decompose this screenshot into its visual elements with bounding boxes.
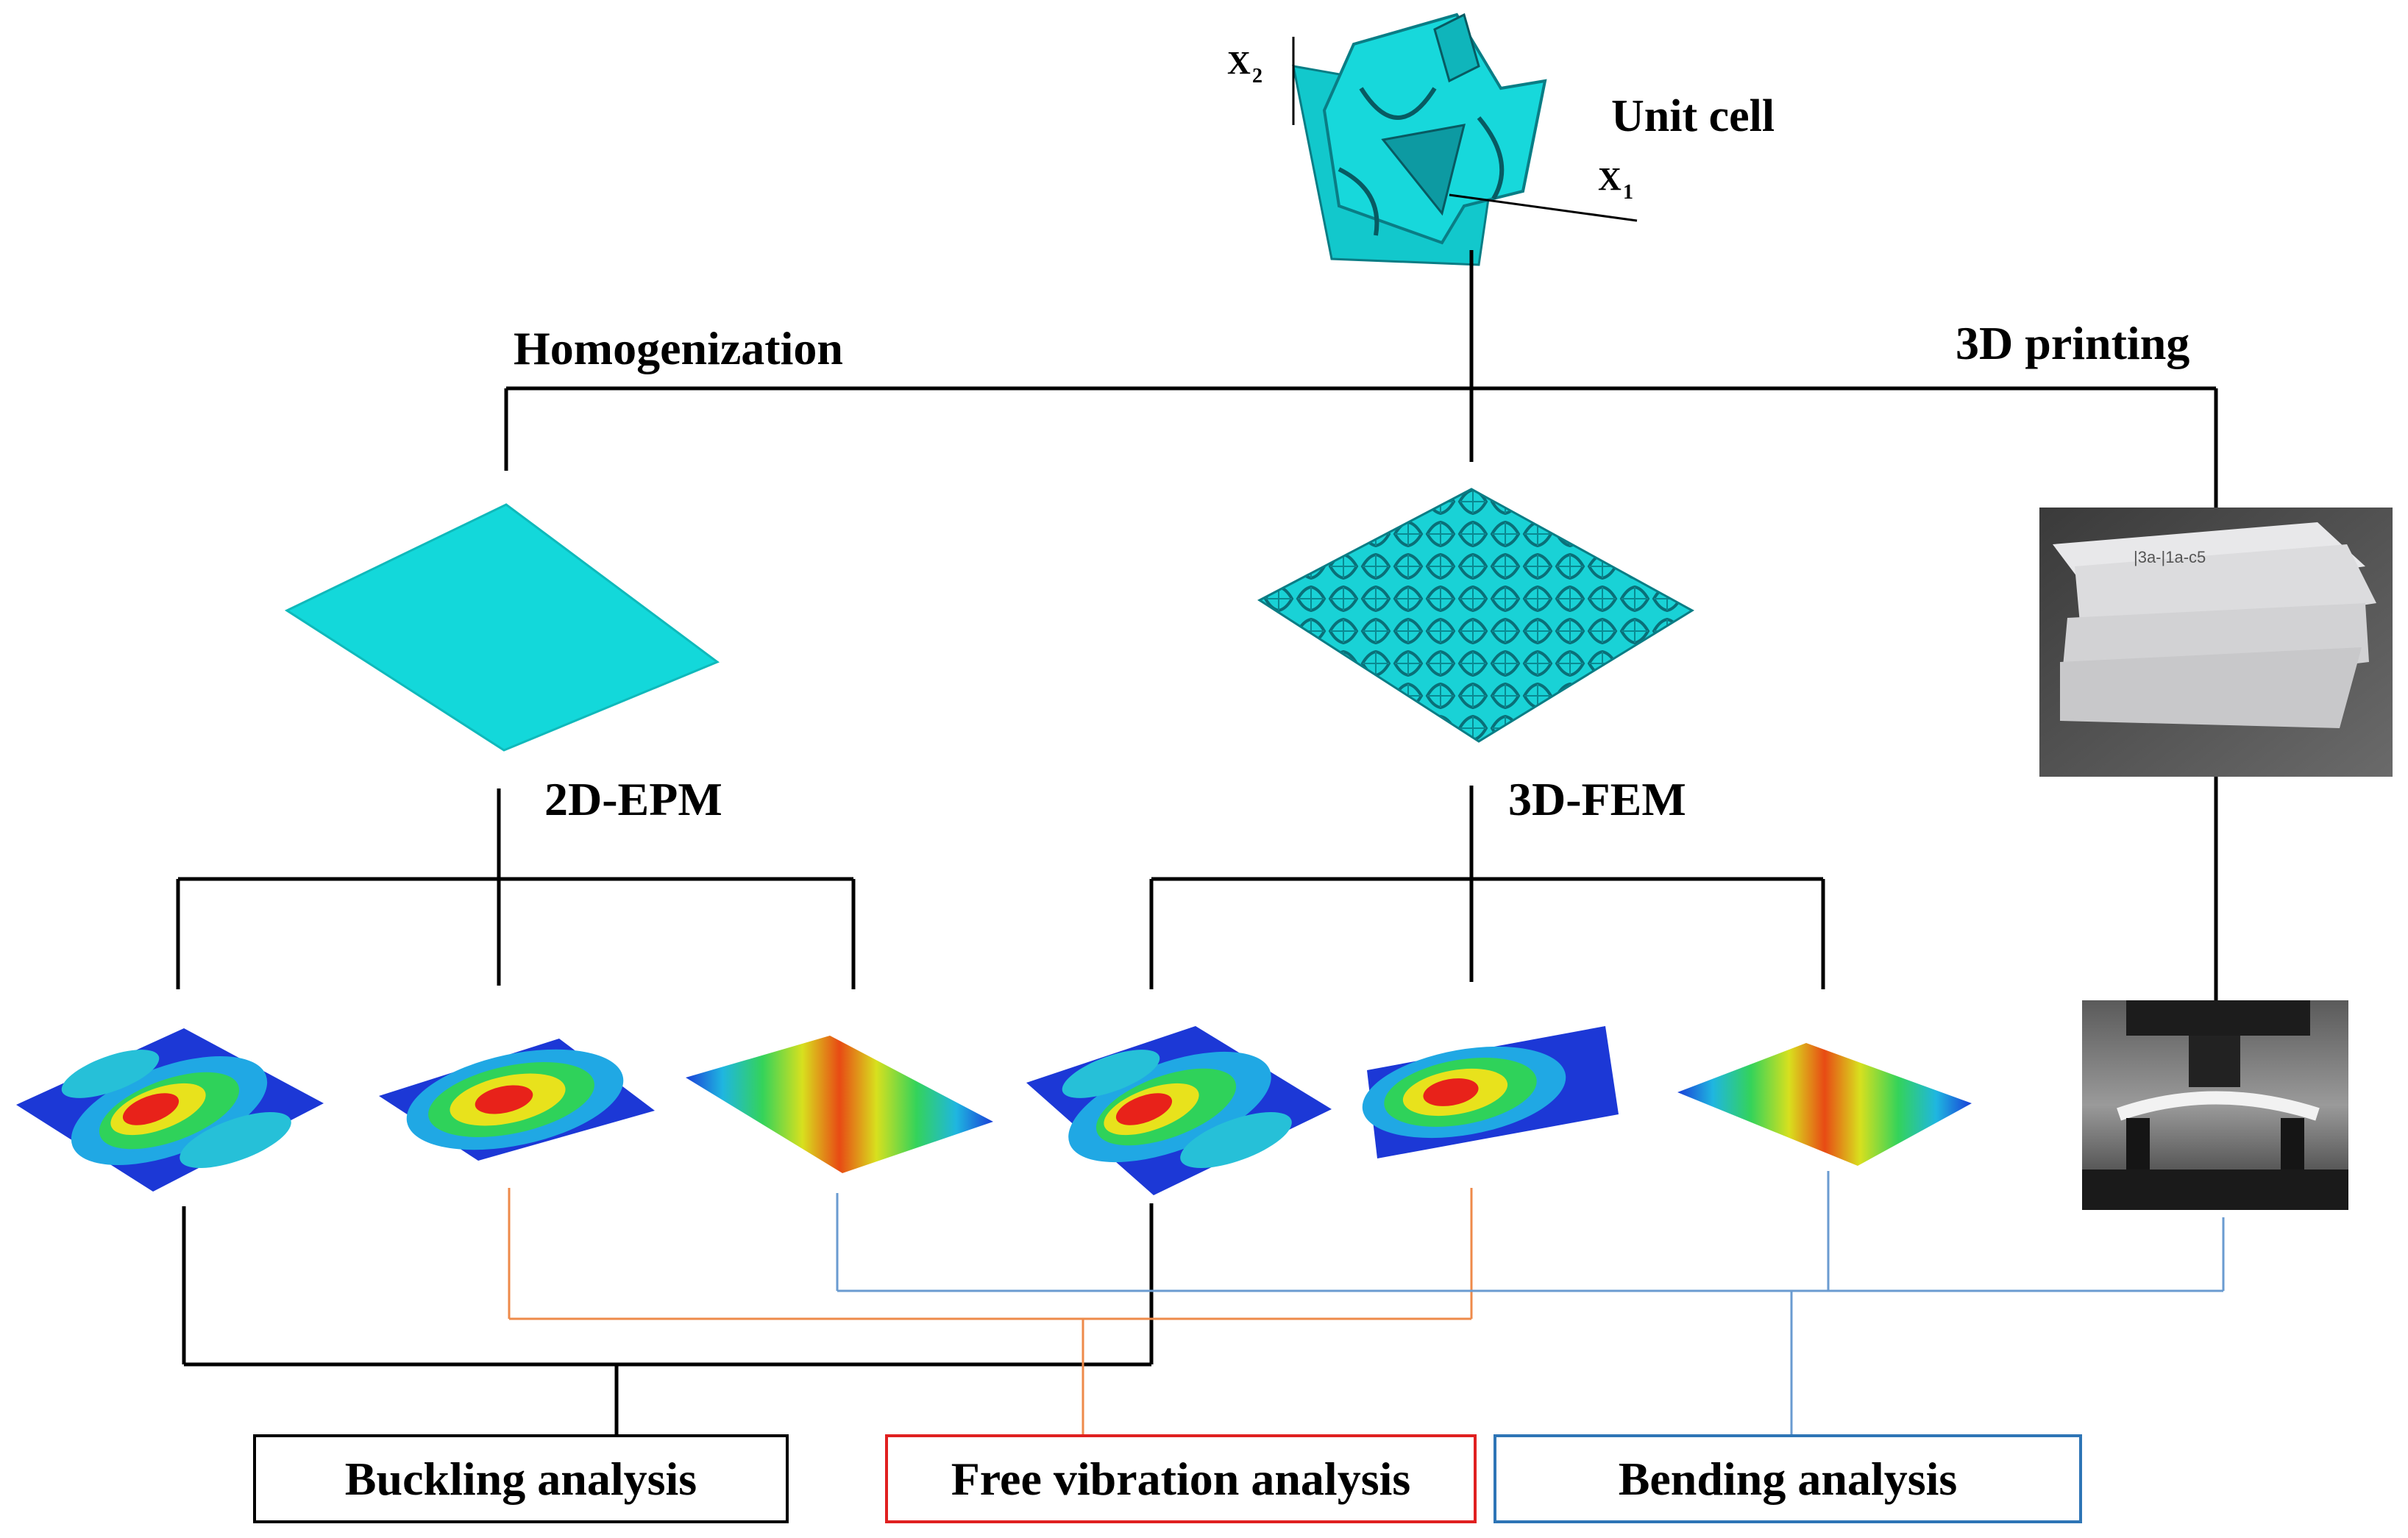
fem-connector	[1149, 786, 1825, 989]
axis-x2-subscript: 2	[1252, 65, 1262, 88]
vibration-connector	[508, 1188, 1473, 1434]
top-connector	[504, 250, 2218, 508]
fem-bending-mode	[1677, 1043, 1972, 1166]
axis-x1-subscript: 1	[1623, 181, 1633, 204]
epm-buckling-mode	[16, 1028, 324, 1192]
buckling-analysis-box: Buckling analysis	[253, 1434, 789, 1523]
buckling-analysis-label: Buckling analysis	[345, 1453, 697, 1505]
specimen-note: |3a-|1a-c5	[2134, 548, 2206, 566]
bending-analysis-label: Bending analysis	[1619, 1453, 1958, 1505]
epm-label: 2D-EPM	[544, 773, 722, 825]
axis-x1: X 1	[1449, 161, 1638, 222]
epm-bending-mode	[686, 1036, 993, 1173]
epm-plate	[284, 503, 720, 752]
epm-connector	[176, 788, 856, 989]
fem-lattice-plate	[1257, 488, 1694, 743]
bending-connector	[836, 1171, 2225, 1434]
axis-x1-label: X	[1598, 161, 1622, 197]
unit-cell-figure	[1292, 13, 1547, 266]
unit-cell-label: Unit cell	[1611, 91, 1775, 141]
axis-x2-label: X	[1227, 45, 1251, 81]
bending-test-photo	[2082, 1000, 2348, 1210]
homogenization-label: Homogenization	[514, 322, 843, 374]
free-vibration-analysis-box: Free vibration analysis	[885, 1434, 1477, 1523]
axis-x2: X 2	[1227, 37, 1295, 125]
free-vibration-analysis-label: Free vibration analysis	[951, 1453, 1411, 1505]
fem-label: 3D-FEM	[1508, 773, 1686, 825]
fem-vibration-mode	[1362, 1026, 1619, 1158]
epm-vibration-mode	[379, 1039, 655, 1161]
fem-buckling-mode	[1026, 1026, 1332, 1195]
buckling-connector	[182, 1203, 1154, 1434]
printed-specimens-photo: |3a-|1a-c5	[2039, 508, 2393, 777]
3d-printing-label: 3D printing	[1956, 317, 2189, 369]
bending-analysis-box: Bending analysis	[1494, 1434, 2082, 1523]
